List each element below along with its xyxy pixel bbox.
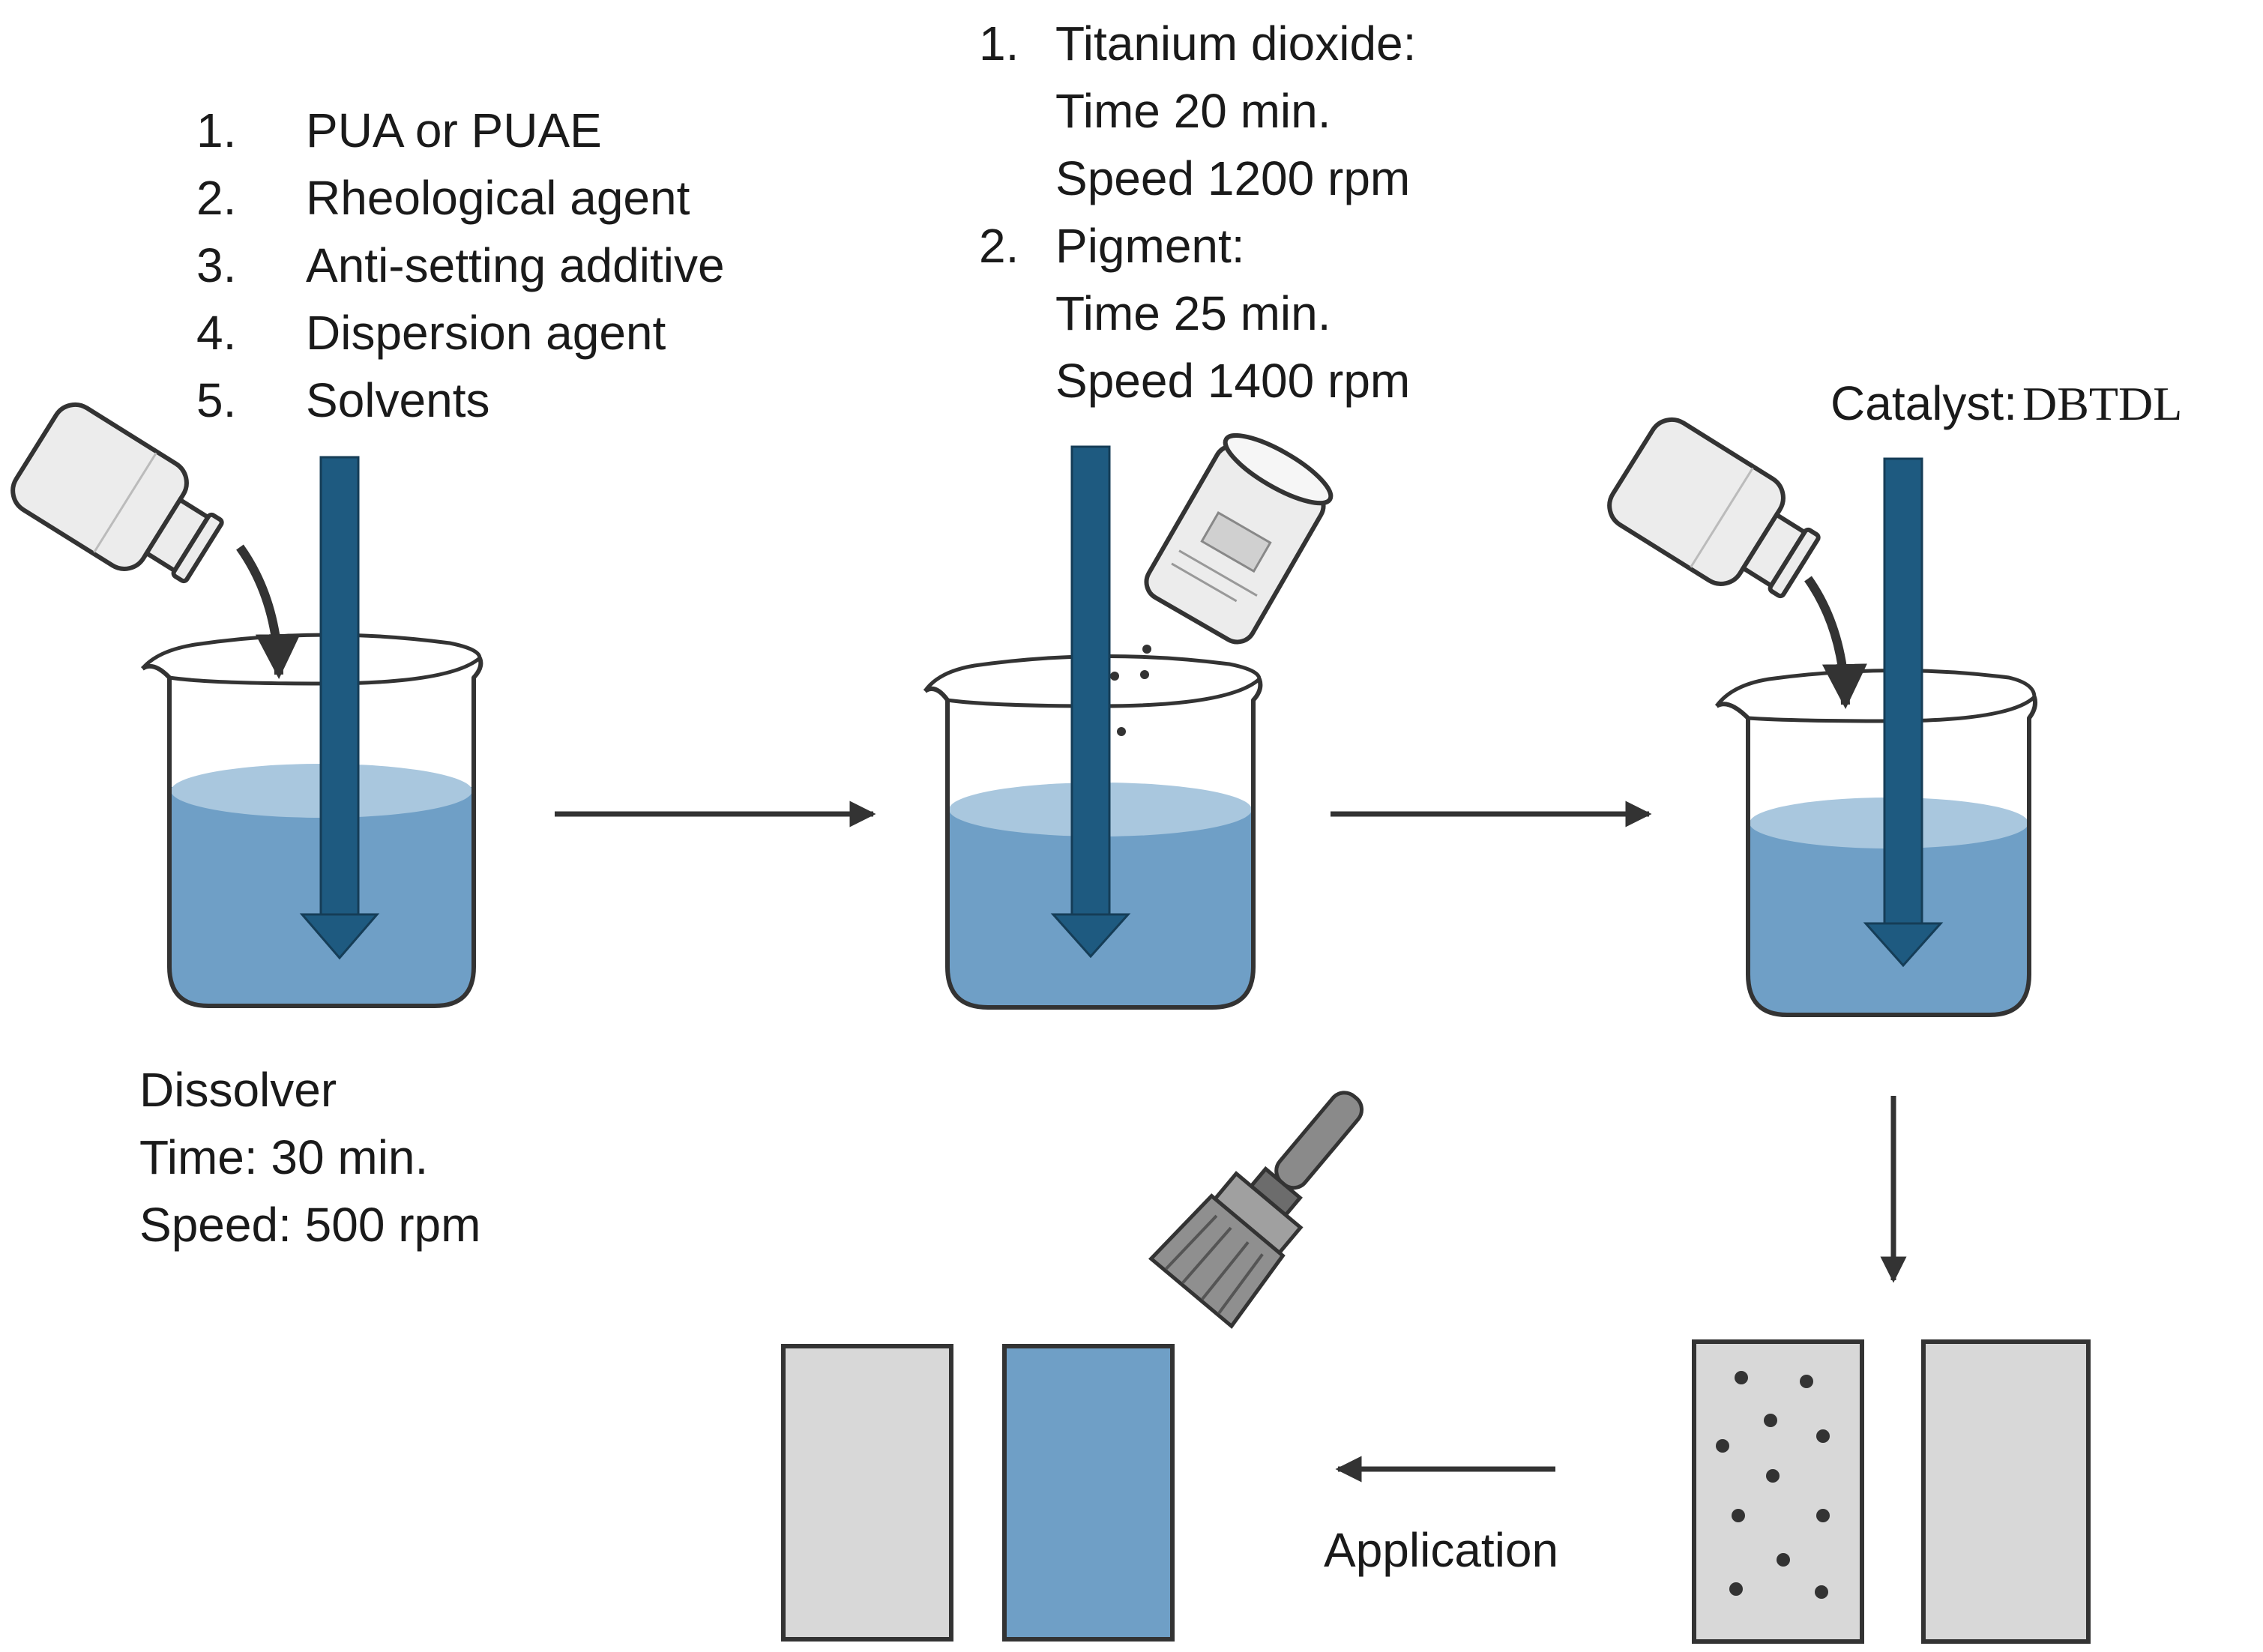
panel-coated-blue — [1002, 1344, 1175, 1642]
panel-dotted — [1692, 1339, 1864, 1644]
step1-item-num: 3. — [196, 238, 236, 292]
panel-plain — [1921, 1339, 2091, 1644]
step1-item-text: PUA or PUAE — [306, 103, 602, 157]
catalyst-label: Catalyst: — [1830, 376, 2017, 430]
step1-item-text: Solvents — [306, 373, 489, 427]
step1-item-text: Anti-setting additive — [306, 238, 725, 292]
beaker-3 — [1714, 669, 2038, 1017]
panel-uncoated — [781, 1344, 953, 1642]
step3-catalyst: Catalyst: DBTDL — [1830, 376, 2182, 430]
step1-item-num: 4. — [196, 306, 236, 360]
step1-caption: Dissolver Time: 30 min. Speed: 500 rpm — [139, 1063, 480, 1252]
step1-caption-line: Speed: 500 rpm — [139, 1198, 480, 1252]
step1-caption-line: Time: 30 min. — [139, 1130, 428, 1184]
step2-item-title: Titanium dioxide: — [1055, 16, 1416, 70]
stir-arrow-icon — [299, 456, 380, 960]
bottle-icon — [10, 402, 224, 584]
application-label: Application — [1324, 1523, 1558, 1577]
step2-item-num: 2. — [979, 219, 1019, 273]
stir-arrow-icon — [1863, 457, 1944, 968]
panel-dots — [1716, 1371, 1830, 1599]
step1-caption-line: Dissolver — [139, 1063, 337, 1117]
step2-item-speed: Speed 1200 rpm — [1055, 151, 1410, 205]
powder-container-icon — [1144, 432, 1334, 645]
step2-item-title: Pigment: — [1055, 219, 1245, 273]
catalyst-name: DBTDL — [2022, 377, 2182, 430]
beaker-icon — [1715, 696, 2038, 1017]
step1-item-num: 1. — [196, 103, 236, 157]
paintbrush-icon — [1148, 1091, 1364, 1329]
bottle-icon — [1607, 417, 1821, 599]
stir-arrow-icon — [1050, 445, 1131, 959]
pour-arrow-icon — [236, 544, 301, 679]
step2-item-speed: Speed 1400 rpm — [1055, 354, 1410, 408]
step2-additions-list: 1. Titanium dioxide: Time 20 min. Speed … — [979, 16, 1416, 408]
step2-item-time: Time 25 min. — [1055, 286, 1331, 340]
step1-item-text: Rheological agent — [306, 171, 690, 225]
step2-item-time: Time 20 min. — [1055, 84, 1331, 138]
pour-arrow-icon — [1804, 576, 1867, 709]
powder-particles — [1110, 645, 1151, 736]
beaker-1 — [141, 633, 483, 1008]
step1-ingredient-list: 1. PUA or PUAE 2. Rheological agent 3. A… — [196, 103, 725, 427]
beaker-icon — [141, 657, 483, 1008]
beaker-icon — [923, 678, 1263, 1010]
step1-item-num: 5. — [196, 373, 236, 427]
step2-item-num: 1. — [979, 16, 1019, 70]
step1-item-text: Dispersion agent — [306, 306, 666, 360]
step1-item-num: 2. — [196, 171, 236, 225]
